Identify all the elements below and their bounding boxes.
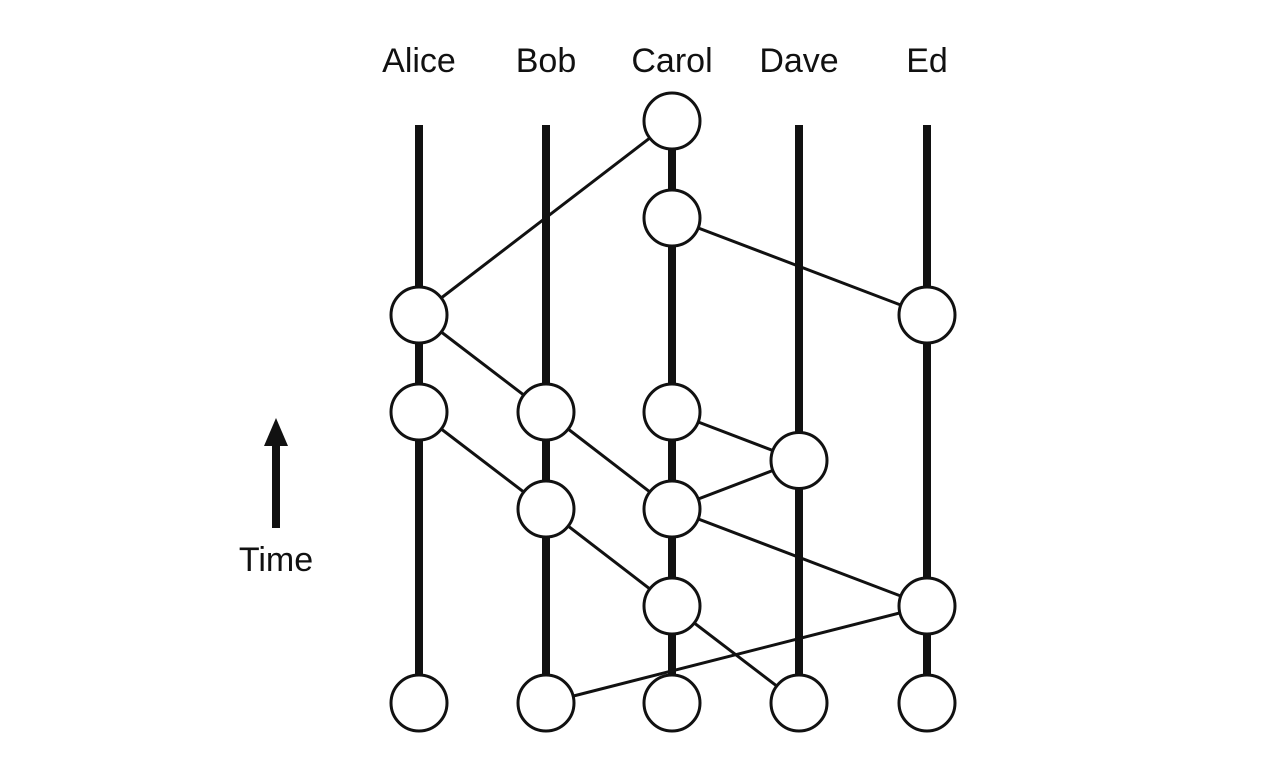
event-node-carol bbox=[642, 576, 702, 636]
gossip-edge bbox=[671, 216, 928, 317]
event-node-bob bbox=[516, 673, 576, 733]
event-node-carol bbox=[642, 188, 702, 248]
member-label-ed: Ed bbox=[906, 42, 948, 80]
time-label: Time bbox=[239, 541, 313, 579]
member-labels: Alice Bob Carol Dave Ed bbox=[382, 42, 948, 80]
event-node-dave bbox=[769, 431, 829, 490]
event-node-alice bbox=[389, 285, 449, 345]
event-node-carol bbox=[642, 673, 702, 733]
event-node-bob bbox=[516, 479, 576, 539]
event-node-ed bbox=[897, 673, 957, 733]
event-node-carol bbox=[642, 479, 702, 539]
event-node-bob bbox=[516, 382, 576, 442]
event-node-dave bbox=[769, 673, 829, 733]
time-arrow bbox=[264, 418, 288, 528]
member-label-alice: Alice bbox=[382, 42, 456, 80]
member-label-bob: Bob bbox=[516, 42, 577, 80]
event-node-carol bbox=[642, 91, 702, 151]
gossip-edge bbox=[671, 507, 928, 608]
event-node-ed bbox=[897, 576, 957, 636]
member-label-carol: Carol bbox=[631, 42, 712, 80]
event-nodes bbox=[389, 91, 957, 733]
arrow-up-icon bbox=[264, 418, 288, 446]
event-node-alice bbox=[389, 673, 449, 733]
member-label-dave: Dave bbox=[759, 42, 838, 80]
event-node-carol bbox=[642, 382, 702, 442]
event-node-ed bbox=[897, 285, 957, 345]
gossip-edge bbox=[418, 119, 673, 317]
event-node-alice bbox=[389, 382, 449, 442]
